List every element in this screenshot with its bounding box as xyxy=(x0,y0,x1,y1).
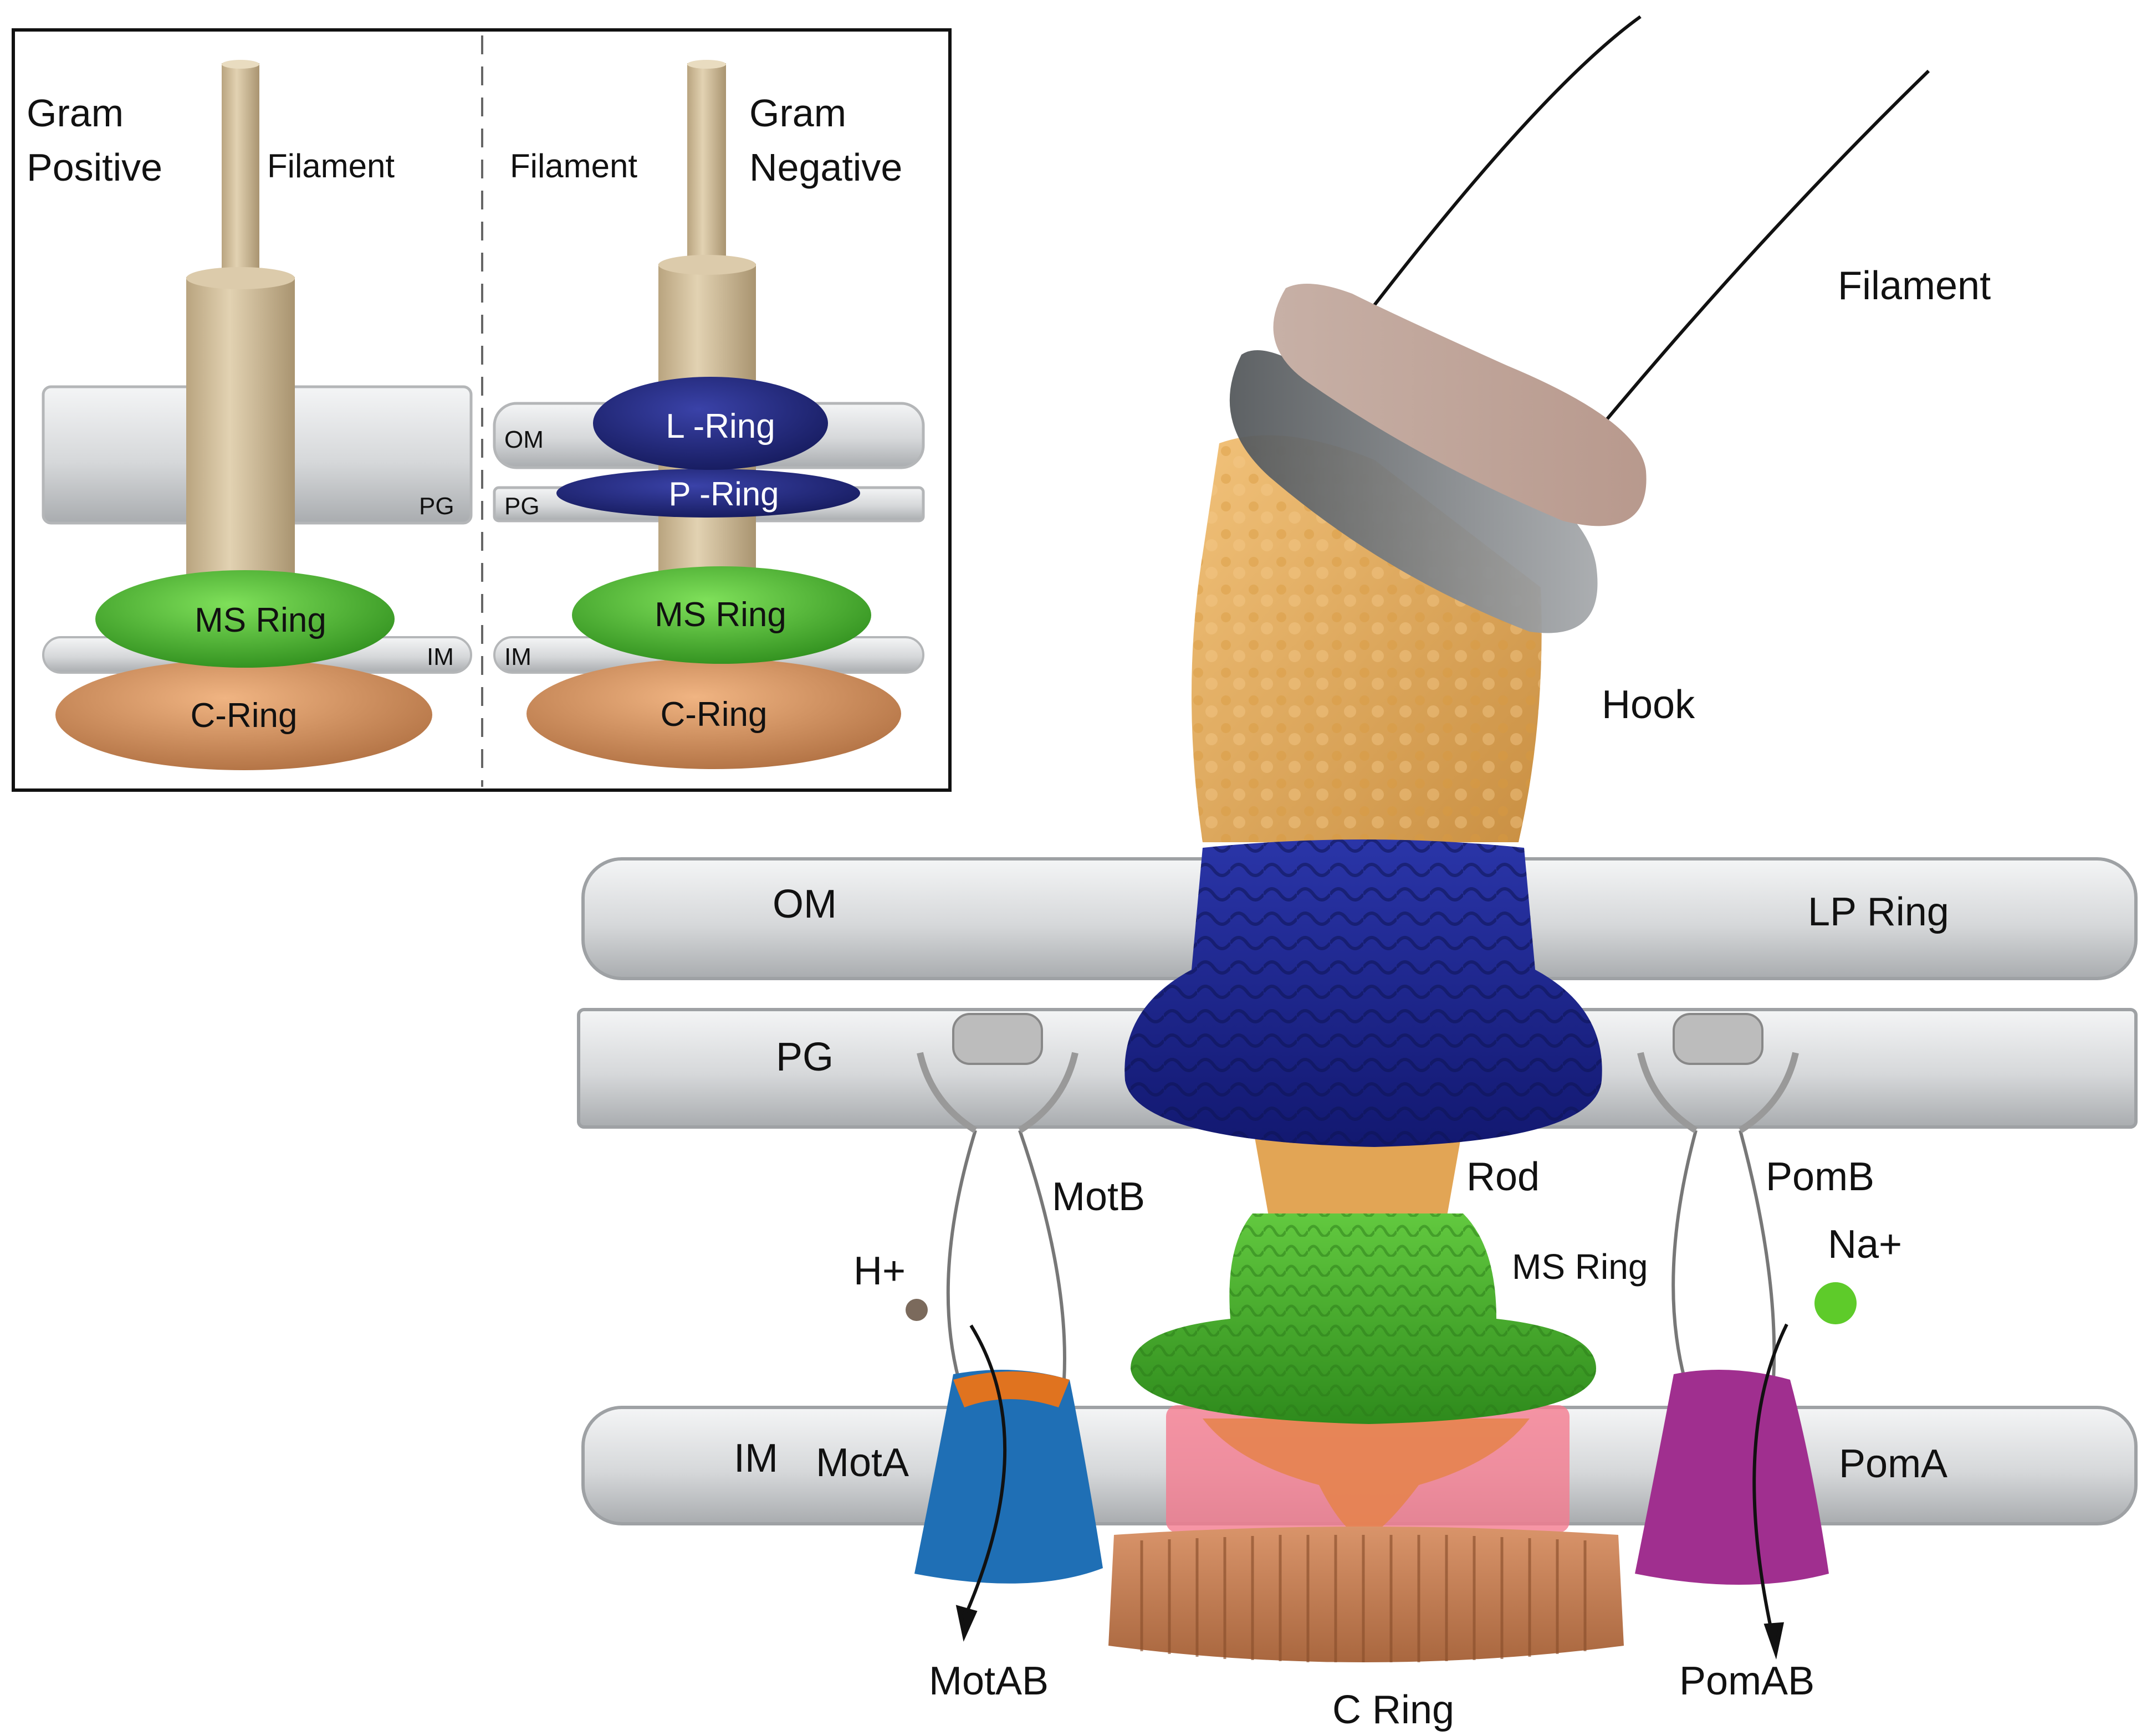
gn-ms-ring xyxy=(572,566,871,664)
gn-c-ring-label: C-Ring xyxy=(661,695,768,734)
filament-label: Filament xyxy=(1838,264,1991,308)
lp-ring-texture xyxy=(1124,839,1602,1147)
gn-filament-top xyxy=(687,60,726,69)
gn-l-ring-label: L -Ring xyxy=(666,407,775,445)
motab-arrow-head xyxy=(955,1605,978,1642)
lp-ring-label: LP Ring xyxy=(1808,890,1949,934)
pomab-label: PomAB xyxy=(1679,1659,1814,1703)
gp-c-ring xyxy=(55,659,432,770)
mota-complex xyxy=(914,1370,1103,1584)
pomb-pg-domain xyxy=(1673,1013,1763,1065)
c-ring xyxy=(1108,1527,1624,1662)
motb-tether xyxy=(946,1130,1066,1380)
om-label: OM xyxy=(773,882,837,926)
hook-label: Hook xyxy=(1602,683,1695,727)
pomb-pg-binding xyxy=(1637,1052,1799,1134)
gn-pg-label: PG xyxy=(504,493,540,520)
c-ring-subunits xyxy=(1140,1535,1587,1662)
motab-ion-arrow xyxy=(963,1324,1007,1619)
gn-l-ring xyxy=(593,377,828,470)
ms-ring-texture xyxy=(1131,1213,1596,1424)
gp-title-line1: Gram xyxy=(27,91,124,135)
gram-negative-model: Gram Negative Filament OM PG L -Ring P -… xyxy=(493,60,925,769)
sodium-dot xyxy=(1814,1282,1857,1324)
gn-filament-label: Filament xyxy=(510,147,637,185)
gp-title-line2: Positive xyxy=(27,146,162,189)
motab-label: MotAB xyxy=(929,1659,1049,1703)
motb-pg-binding xyxy=(917,1052,1078,1134)
pomab-arrow-head xyxy=(1763,1622,1785,1660)
gp-filament-thin xyxy=(222,63,259,285)
main-diagram: Filament Hook OM LP Ring PG Rod MS Ring … xyxy=(577,15,2138,1732)
gn-title-line1: Gram xyxy=(749,91,846,135)
poma-label: PomA xyxy=(1839,1442,1947,1486)
gp-filament-top xyxy=(222,60,259,69)
gp-ms-ring xyxy=(95,570,395,668)
hook-ring-pink xyxy=(1273,284,1647,526)
pg-label: PG xyxy=(776,1035,834,1079)
pomb-tether xyxy=(1671,1130,1776,1380)
filament-line-right xyxy=(1594,69,1930,433)
gn-c-ring xyxy=(526,658,901,769)
motb-pg-domain xyxy=(952,1013,1043,1065)
gp-im-label: IM xyxy=(427,643,454,670)
rod-label: Rod xyxy=(1466,1155,1540,1199)
gp-pg-label: PG xyxy=(419,493,454,520)
gn-filament-thin xyxy=(687,63,726,268)
na-plus-label: Na+ xyxy=(1828,1222,1902,1267)
proton-dot xyxy=(906,1299,928,1321)
rod xyxy=(1253,1125,1463,1219)
gn-im-label: IM xyxy=(504,643,531,670)
gp-filament-shoulder xyxy=(186,267,295,289)
gn-om-label: OM xyxy=(504,426,544,453)
gram-positive-model: Gram Positive Filament PG MS Ring IM C-R… xyxy=(27,60,473,770)
gp-ms-ring-label: MS Ring xyxy=(195,601,326,639)
inset-panel: Gram Positive Filament PG MS Ring IM C-R… xyxy=(12,28,952,792)
ms-ring-label: MS Ring xyxy=(1512,1247,1648,1287)
hook-ring-gray xyxy=(1229,350,1598,633)
poma-complex xyxy=(1635,1370,1829,1585)
gn-p-ring-label: P -Ring xyxy=(669,475,779,513)
pomb-label: PomB xyxy=(1766,1155,1874,1199)
c-ring-body xyxy=(1108,1527,1624,1662)
motab-stator xyxy=(906,1013,1103,1642)
pomab-stator xyxy=(1635,1013,1857,1660)
h-plus-label: H+ xyxy=(853,1249,906,1293)
motb-label: MotB xyxy=(1052,1175,1145,1219)
gn-filament-shoulder xyxy=(658,255,756,275)
c-ring-label: C Ring xyxy=(1332,1688,1454,1732)
gp-filament-wide xyxy=(186,277,295,587)
gp-c-ring-label: C-Ring xyxy=(191,697,298,735)
gp-filament-label: Filament xyxy=(267,147,395,185)
motb-orange-helices xyxy=(953,1371,1070,1407)
pomab-ion-arrow xyxy=(1752,1323,1788,1641)
gn-title-line2: Negative xyxy=(749,146,902,189)
im-label: IM xyxy=(734,1436,778,1481)
gn-p-ring xyxy=(556,469,860,518)
filament-line-left xyxy=(1364,15,1642,317)
ms-ring-lower-cone xyxy=(1203,1418,1530,1540)
gn-ms-ring-label: MS Ring xyxy=(655,596,786,634)
mota-label: MotA xyxy=(816,1441,909,1485)
